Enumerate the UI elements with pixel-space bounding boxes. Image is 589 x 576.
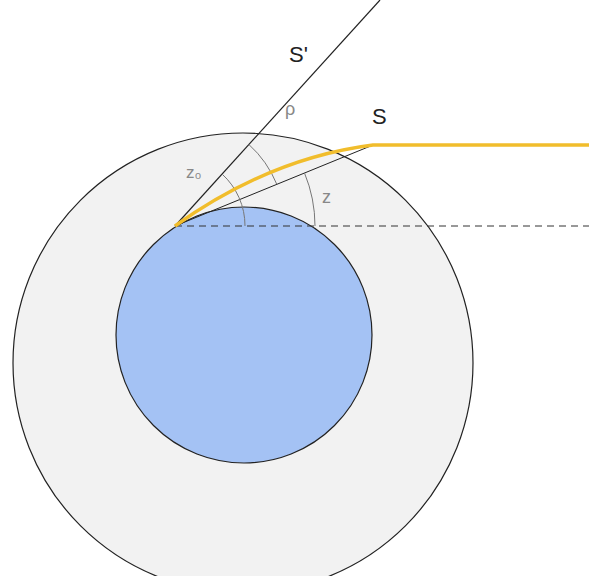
earth-circle [116,207,372,463]
true-direction-line [175,145,373,226]
apparent-direction-line [175,0,380,226]
star-true-label: S [372,106,387,128]
star-apparent-label: S' [289,44,308,66]
atmosphere-circle [13,133,473,576]
apparent-zenith-label: z₀ [186,164,202,181]
light-ray [175,145,589,226]
true-zenith-label: z [322,188,331,206]
horizon-line [175,226,589,227]
z-angle-arc [305,173,316,226]
refraction-angle-label: ρ [285,100,295,118]
z0-angle-arc [222,174,245,226]
